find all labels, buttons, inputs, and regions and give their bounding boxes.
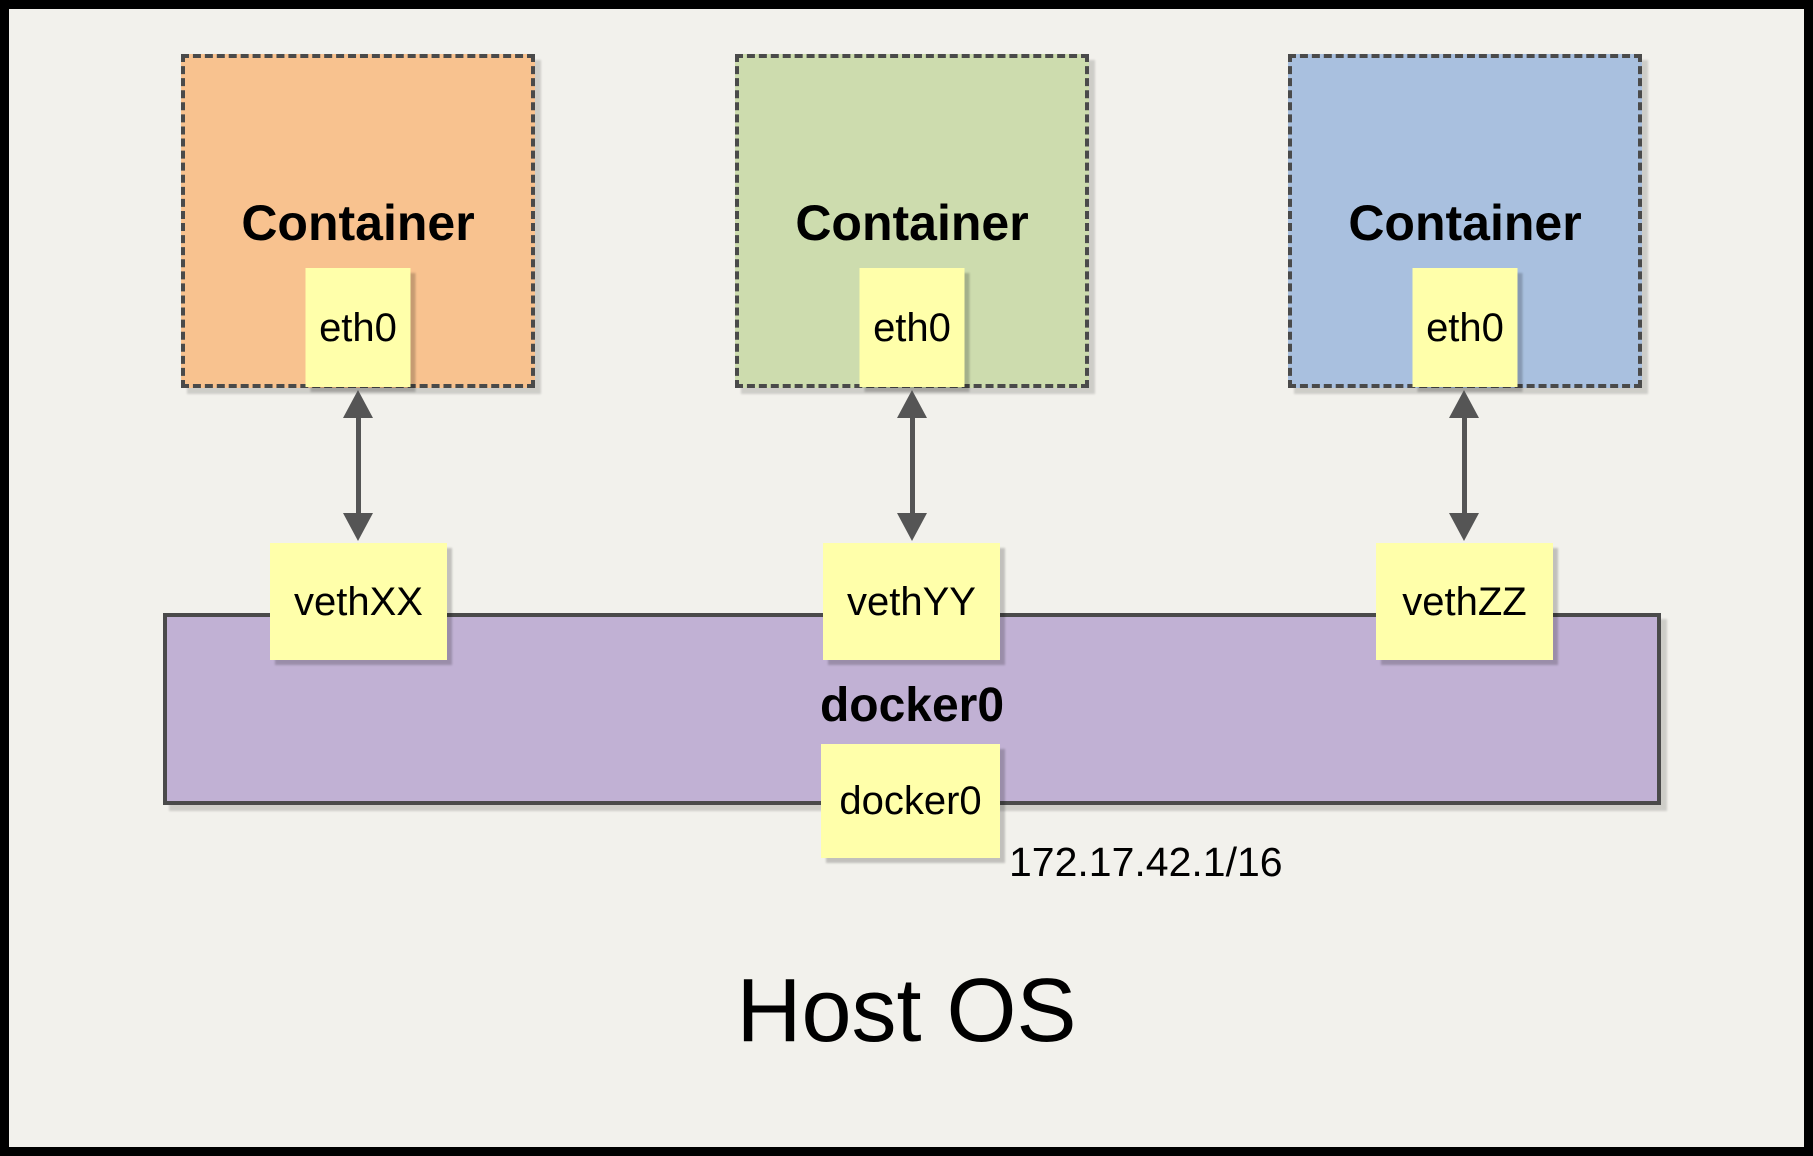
container-title-3: Container [1348,195,1582,251]
veth-arrow-1 [343,390,373,541]
docker0-interface-label: docker0 [839,779,982,823]
bridge-ip-address: 172.17.42.1/16 [1009,839,1283,885]
arrow-shaft [909,418,915,513]
arrow-down-icon [343,513,373,541]
arrow-down-icon [1449,513,1479,541]
veth-label-1: vethXX [294,579,423,624]
arrow-up-icon [343,390,373,418]
container-box-1: Container eth0 [181,54,535,388]
veth-box-2: vethYY [823,543,1000,660]
eth0-label-2: eth0 [873,305,951,350]
host-os-label: Host OS [736,961,1077,1061]
docker0-interface-box: docker0 [821,744,1000,858]
veth-label-3: vethZZ [1402,579,1527,624]
eth0-box-1: eth0 [305,268,411,387]
container-title-2: Container [795,195,1029,251]
arrow-up-icon [897,390,927,418]
arrow-shaft [1461,418,1467,513]
eth0-box-2: eth0 [859,268,965,387]
veth-box-3: vethZZ [1376,543,1553,660]
arrow-down-icon [897,513,927,541]
veth-arrow-3 [1449,390,1479,541]
arrow-up-icon [1449,390,1479,418]
eth0-box-3: eth0 [1412,268,1518,387]
veth-label-2: vethYY [847,579,976,624]
veth-box-1: vethXX [270,543,447,660]
arrow-shaft [355,418,361,513]
eth0-label-1: eth0 [319,305,397,350]
docker0-bridge-label: docker0 [819,679,1005,732]
container-title-1: Container [241,195,475,251]
container-box-2: Container eth0 [735,54,1089,388]
eth0-label-3: eth0 [1426,305,1504,350]
veth-arrow-2 [897,390,927,541]
container-box-3: Container eth0 [1288,54,1642,388]
